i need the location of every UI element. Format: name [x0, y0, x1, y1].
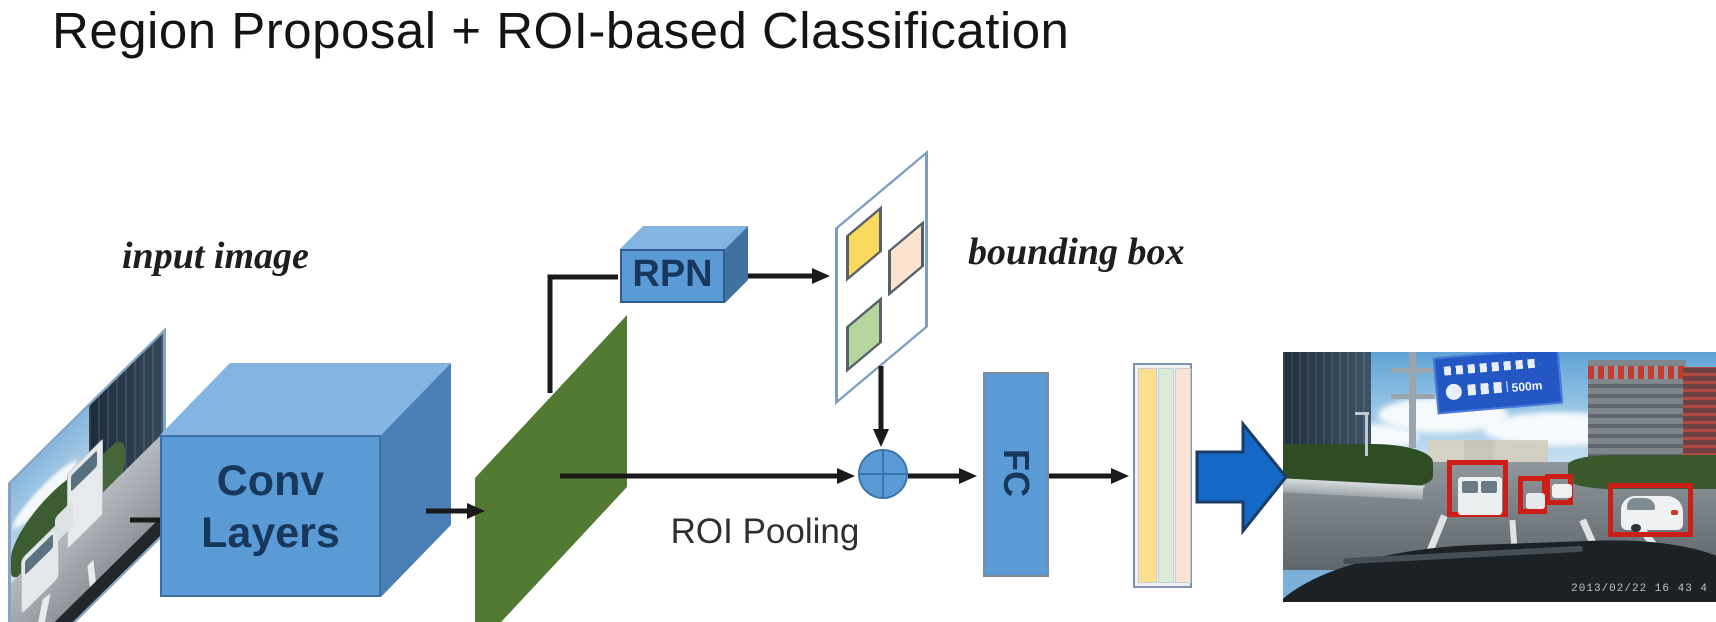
detected-car-center	[1526, 493, 1545, 509]
conv-label-line2: Layers	[201, 509, 340, 557]
block-arrow-to-output	[1195, 419, 1288, 536]
input-photo	[8, 327, 166, 622]
building-far-right-texture	[1683, 367, 1716, 472]
output-image: 500m 2013/02/22 16 43 4	[1283, 352, 1716, 602]
fc-stack-stripe-green	[1158, 368, 1174, 583]
sign-pole-crossbar	[1391, 368, 1435, 373]
detection-box-car-center	[1518, 476, 1547, 514]
roi-merge-circle	[858, 449, 908, 499]
car-wheel	[1631, 524, 1641, 532]
video-timestamp: 2013/02/22 16 43 4	[1571, 583, 1708, 595]
conv-box	[160, 435, 381, 597]
fc-layer	[983, 372, 1049, 577]
sign-pole	[1409, 352, 1416, 448]
rpn-box-top-face	[620, 226, 748, 249]
highway-sign: 500m	[1432, 352, 1564, 415]
roi-pooling-label: ROI Pooling	[670, 512, 860, 551]
feature-map	[475, 314, 627, 622]
proposal-box-peach	[888, 220, 924, 297]
street-light-arm	[1355, 412, 1369, 415]
detected-car-center-2	[1552, 484, 1572, 498]
rpn-box	[620, 249, 725, 303]
input-image-label: input image	[122, 235, 309, 277]
car-taillight	[1671, 510, 1678, 515]
detection-box-car-center-2	[1545, 474, 1573, 505]
building-right-banner	[1588, 366, 1686, 379]
detected-van	[1458, 477, 1502, 515]
car-window	[1627, 498, 1655, 510]
bounding-box-label: bounding box	[968, 231, 1185, 273]
detection-box-van	[1447, 460, 1508, 517]
conv-label-line1: Conv	[216, 457, 325, 505]
rpn-box-side-face	[725, 226, 748, 303]
sign-distance: 500m	[1511, 378, 1543, 395]
proposal-box-yellow	[846, 205, 882, 282]
page-title: Region Proposal + ROI-based Classificati…	[52, 2, 1070, 59]
detected-car-right	[1621, 496, 1683, 532]
proposal-panel	[835, 149, 928, 405]
fc-stack	[1133, 363, 1192, 588]
fc-stack-stripe-peach	[1175, 368, 1191, 583]
van-window	[1481, 481, 1497, 493]
sign-pole-crossbar	[1391, 394, 1435, 399]
merge-circle-cross	[860, 473, 906, 475]
proposal-box-green	[846, 296, 882, 373]
detection-box-car-right	[1608, 483, 1693, 537]
conv-box-label: Conv Layers	[160, 455, 381, 559]
van-window	[1462, 481, 1478, 493]
street-light	[1365, 414, 1368, 456]
fc-stack-stripe-yellow	[1138, 368, 1157, 583]
sign-text-row	[1467, 381, 1509, 396]
building-far-right	[1683, 367, 1716, 472]
rpn-box-label: RPN	[632, 253, 713, 295]
sign-text-row	[1443, 358, 1541, 376]
fc-label: FC	[996, 449, 1037, 497]
sign-badge	[1445, 383, 1463, 401]
